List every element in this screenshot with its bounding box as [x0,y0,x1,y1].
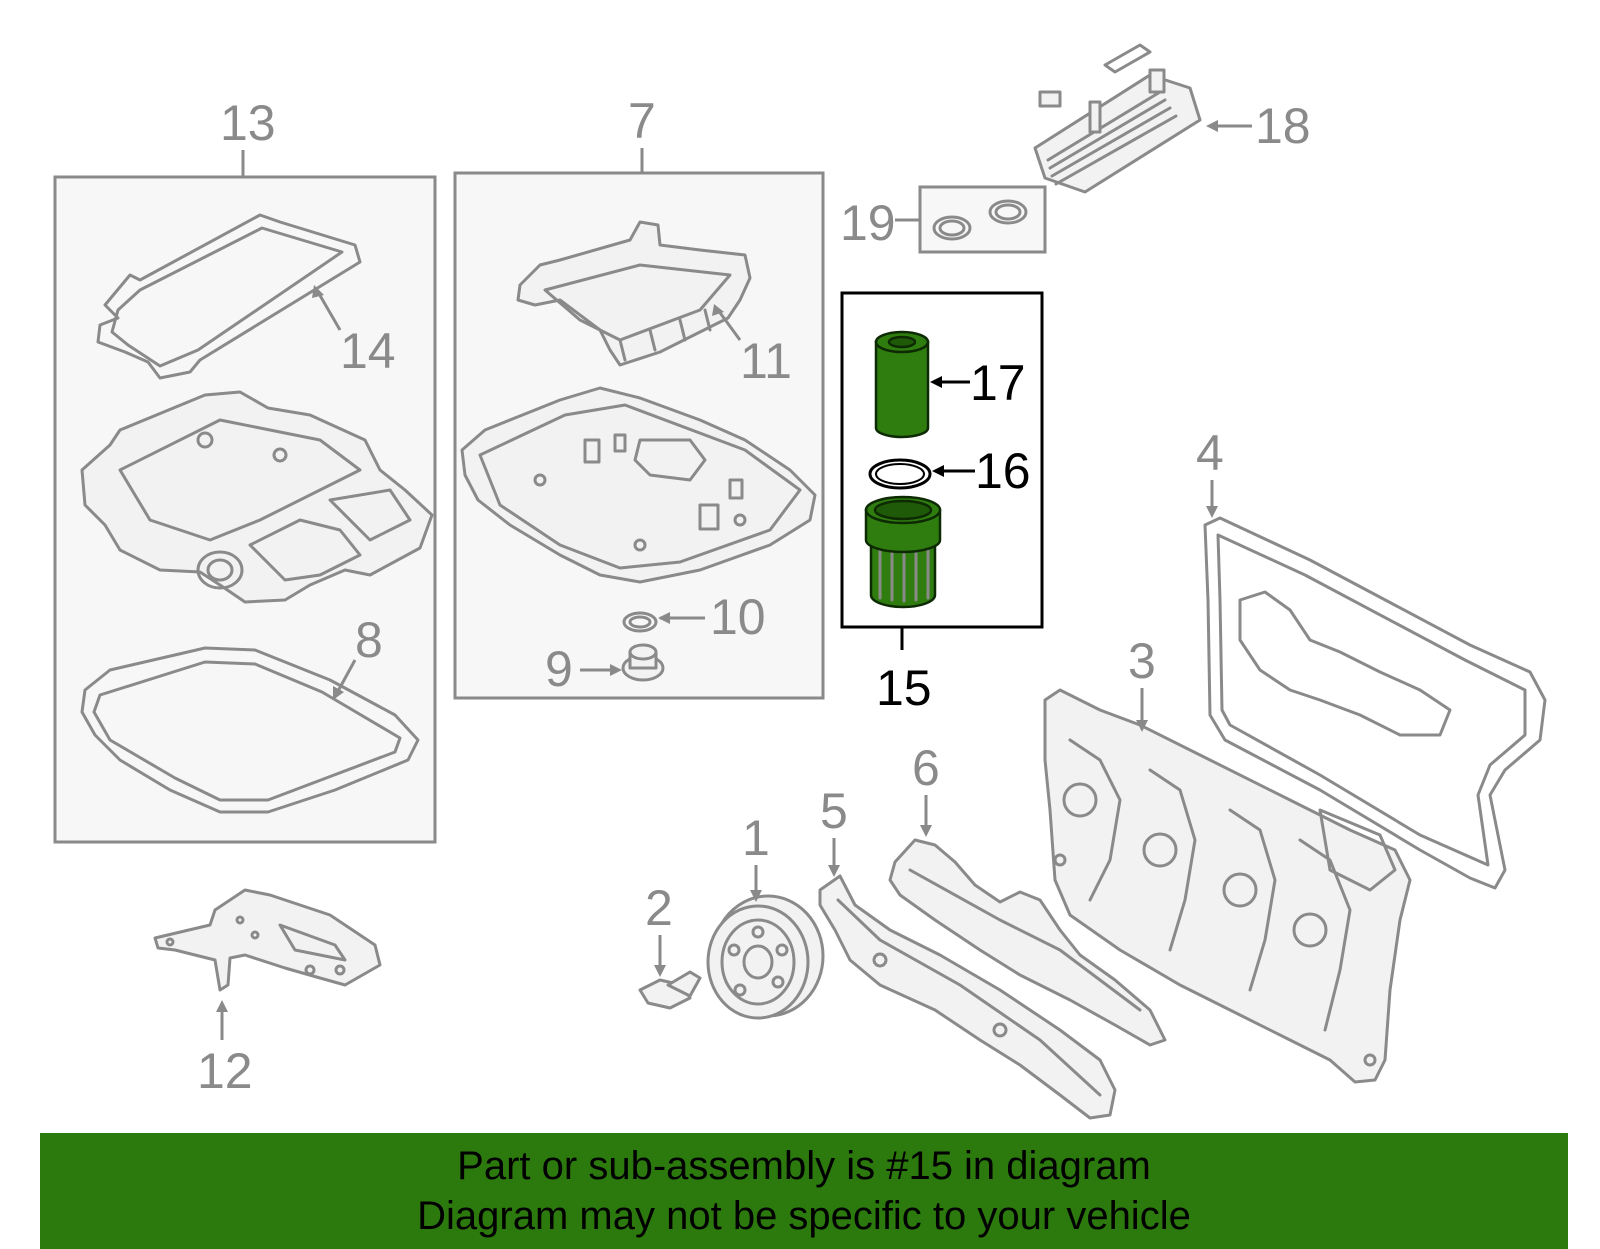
callout-3: 3 [1128,633,1156,689]
part-8-gasket[interactable]: 8 [80,612,420,814]
oil-pan-upper[interactable] [80,390,434,604]
part-14-gasket[interactable]: 14 [96,213,396,380]
part-3-valve-cover[interactable]: 3 [1043,633,1412,1084]
part-18-oil-cooler[interactable]: 18 [1033,43,1311,194]
part-16-o-ring[interactable]: 16 [868,443,1031,499]
part-6-shield[interactable]: 6 [888,740,1167,1047]
part-1-pulley[interactable]: 1 [706,810,825,1020]
callout-14: 14 [340,323,396,379]
callout-19: 19 [840,195,896,251]
part-4-gasket[interactable]: 4 [1196,425,1547,890]
part-19-seals[interactable]: 19 [840,185,1047,254]
callout-12: 12 [197,1043,253,1099]
part-5-gasket[interactable]: 5 [818,783,1117,1120]
part-17-filter-element[interactable]: 17 [874,330,1026,439]
part-10-seal[interactable]: 10 [622,589,766,645]
part-11-baffle[interactable]: 11 [516,220,792,389]
banner-line-1: Part or sub-assembly is #15 in diagram [457,1144,1151,1188]
callout-6: 6 [912,740,940,796]
part-9-drain-plug[interactable]: 9 [545,641,665,697]
callout-15: 15 [876,660,932,716]
callout-4: 4 [1196,425,1224,481]
group-box-7: 7 [453,93,825,700]
callout-17: 17 [970,355,1026,411]
callout-7: 7 [628,93,656,149]
filter-housing-cap[interactable] [864,495,942,609]
oil-pan-lower[interactable] [460,386,817,584]
callout-10: 10 [710,589,766,645]
callout-16: 16 [975,443,1031,499]
callout-5: 5 [820,783,848,839]
callout-1: 1 [742,810,770,866]
banner-line-2: Diagram may not be specific to your vehi… [417,1194,1191,1238]
part-12-bracket[interactable]: 12 [153,888,382,1099]
callout-18: 18 [1255,98,1311,154]
info-banner: Part or sub-assembly is #15 in diagram D… [40,1133,1568,1249]
callout-11: 11 [740,333,792,389]
callout-2: 2 [645,880,673,936]
part-2-bolt[interactable]: 2 [638,880,702,1010]
callout-13: 13 [220,95,276,151]
callout-9: 9 [545,641,573,697]
callout-8: 8 [355,612,383,668]
